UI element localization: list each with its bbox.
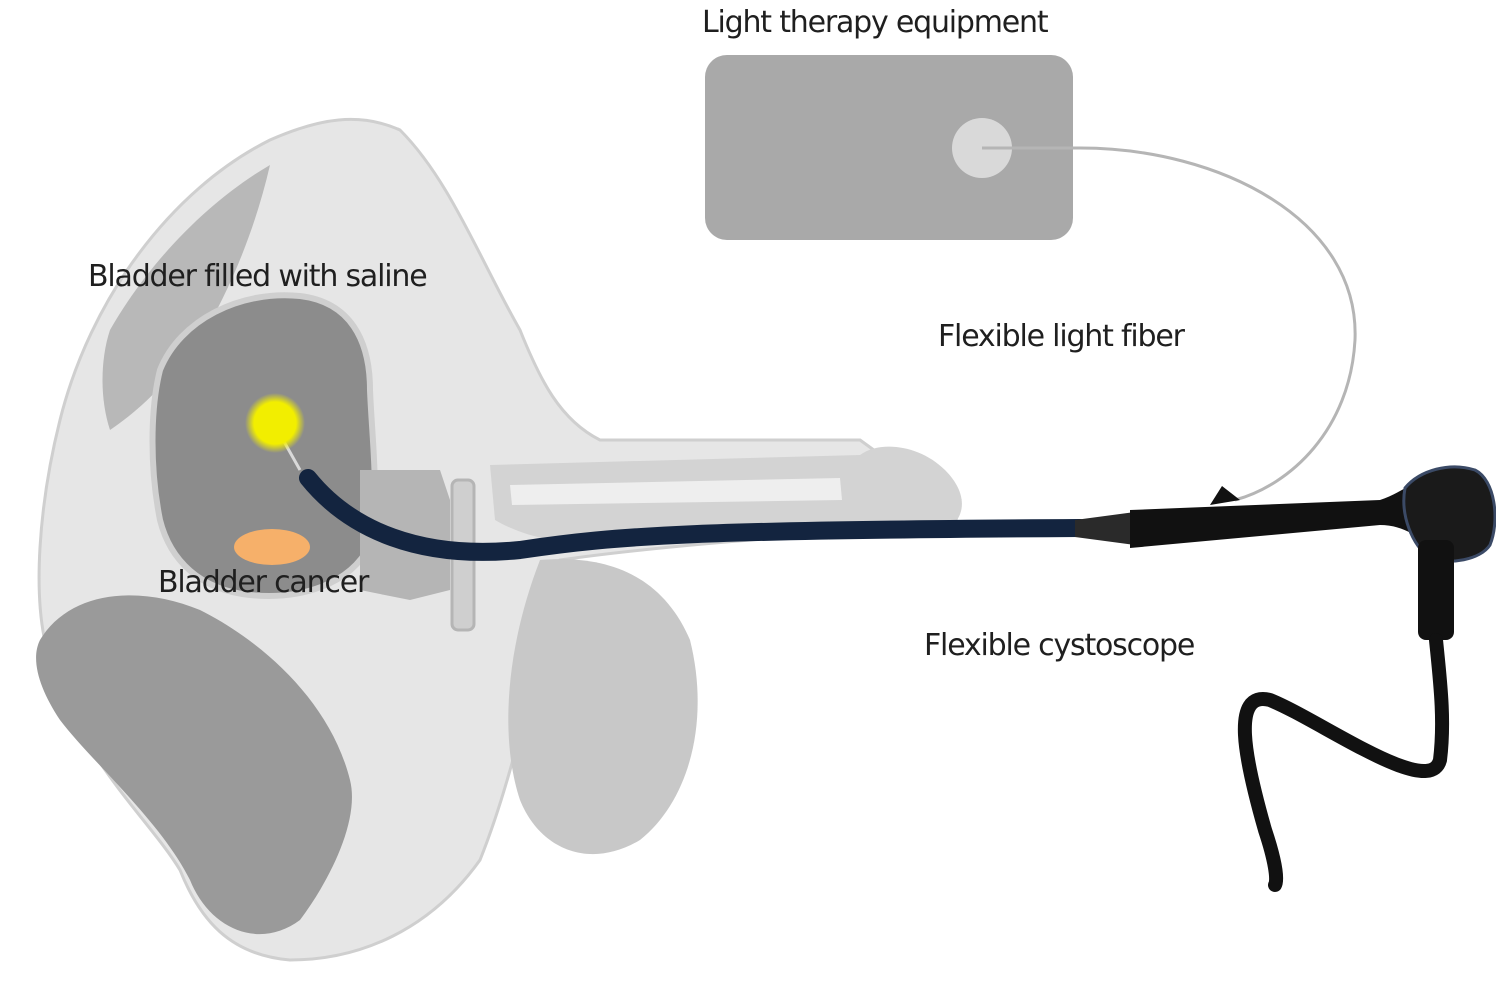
cystoscope-tip-connector bbox=[1075, 512, 1135, 545]
scrotum bbox=[508, 559, 697, 854]
label-bladder-cancer: Bladder cancer bbox=[158, 568, 368, 598]
label-flexible-light-fiber: Flexible light fiber bbox=[938, 322, 1184, 352]
label-bladder-filled-with-saline: Bladder filled with saline bbox=[88, 262, 426, 292]
cystoscope-cable bbox=[1245, 640, 1442, 885]
cystoscope-port-bump bbox=[1210, 486, 1240, 505]
label-light-therapy-equipment: Light therapy equipment bbox=[702, 8, 1047, 38]
cystoscope-handle bbox=[1130, 480, 1430, 548]
label-flexible-cystoscope: Flexible cystoscope bbox=[924, 631, 1194, 661]
cystoscope-grip bbox=[1418, 540, 1454, 640]
tumor-icon bbox=[234, 529, 310, 565]
light-core bbox=[254, 402, 296, 444]
